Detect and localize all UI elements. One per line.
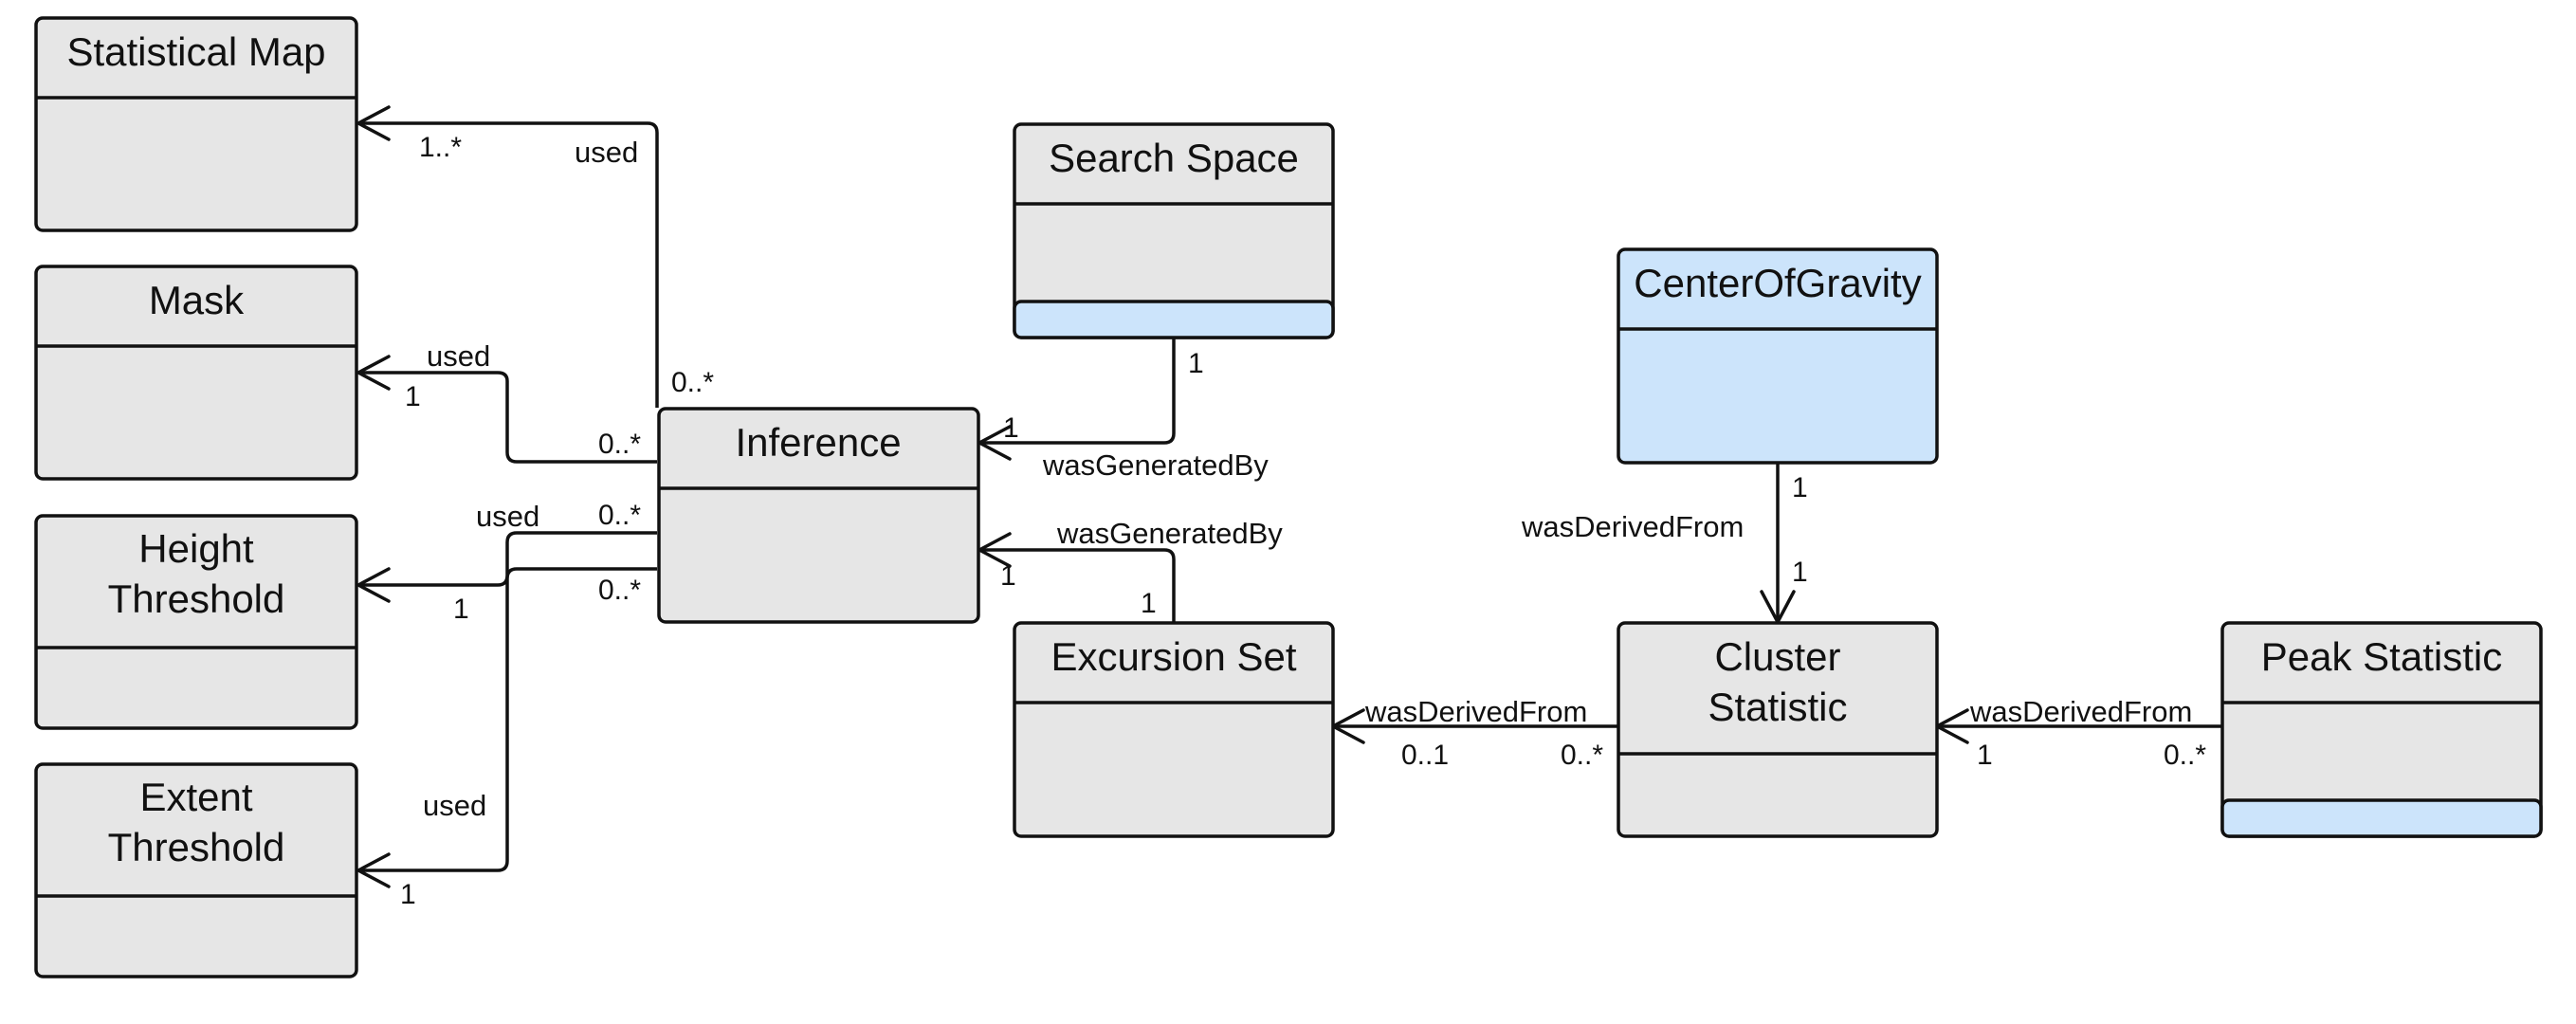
label-was-generated-by-search-space: wasGeneratedBy [1042, 448, 1269, 482]
class-title-cluster-statistic-line1: Cluster [1714, 634, 1840, 679]
edge-cluster-center-of-gravity [1760, 463, 1796, 624]
label-was-derived-from-center-of-gravity: wasDerivedFrom [1521, 510, 1744, 543]
class-title-inference: Inference [735, 420, 901, 465]
mult-statistical-map-end: 1..* [419, 132, 462, 163]
mult-inference-extent: 0..* [598, 575, 641, 606]
class-title-statistical-map: Statistical Map [66, 29, 325, 74]
label-was-generated-by-excursion-set: wasGeneratedBy [1056, 517, 1283, 550]
class-statistical-map[interactable]: Statistical Map [34, 16, 358, 232]
class-extent-threshold[interactable]: Extent Threshold [34, 762, 358, 978]
arrowhead-height-threshold [356, 567, 391, 603]
mult-center-of-gravity-end: 1 [1792, 472, 1808, 503]
class-height-threshold[interactable]: Height Threshold [34, 514, 358, 730]
edge-inference-mask [356, 355, 657, 464]
class-center-of-gravity[interactable]: CenterOfGravity [1617, 247, 1939, 465]
class-excursion-set[interactable]: Excursion Set [1013, 621, 1335, 838]
arrowhead-mask [356, 355, 391, 391]
class-title-extent-threshold-line2: Threshold [108, 825, 285, 869]
mult-search-space-end: 1 [1188, 348, 1204, 379]
class-title-search-space: Search Space [1049, 136, 1299, 180]
class-title-center-of-gravity: CenterOfGravity [1634, 261, 1921, 305]
mult-cluster-statistic-top: 1 [1792, 557, 1808, 588]
mult-excursion-set-start: 1 [1141, 588, 1157, 619]
attribute-band-peak-statistic [2220, 798, 2543, 838]
label-used-mask: used [427, 339, 490, 373]
mult-inference-top: 0..* [671, 367, 714, 398]
mult-inference-excursion: 1 [1000, 560, 1016, 592]
mult-cluster-statistic-start: 0..* [1561, 740, 1603, 771]
mult-cluster-statistic-end: 1 [1977, 740, 1993, 771]
class-title-excursion-set: Excursion Set [1050, 634, 1296, 679]
label-was-derived-from-excursion-set: wasDerivedFrom [1364, 695, 1587, 728]
mult-mask-end: 1 [405, 381, 421, 412]
edge-inference-extent-threshold [356, 567, 657, 888]
class-title-peak-statistic: Peak Statistic [2261, 634, 2502, 679]
mult-inference-search-space: 1 [1003, 412, 1019, 444]
mult-excursion-set-end: 0..1 [1401, 740, 1449, 771]
mult-inference-height: 0..* [598, 500, 641, 531]
arrowhead-statistical-map [356, 105, 391, 141]
class-title-mask: Mask [149, 278, 245, 322]
label-was-derived-from-cluster-statistic: wasDerivedFrom [1969, 695, 2192, 728]
edge-inference-statistical-map [356, 105, 659, 408]
mult-extent-threshold-end: 1 [400, 879, 416, 910]
class-title-height-threshold-line1: Height [138, 526, 254, 571]
label-used-height-threshold: used [476, 500, 539, 533]
class-title-cluster-statistic-line2: Statistic [1708, 685, 1847, 729]
arrowhead-extent-threshold [356, 852, 391, 888]
label-used-statistical-map: used [575, 136, 638, 169]
class-cluster-statistic[interactable]: Cluster Statistic [1617, 621, 1939, 838]
mult-height-threshold-end: 1 [453, 594, 469, 625]
class-peak-statistic[interactable]: Peak Statistic [2220, 621, 2543, 838]
class-search-space[interactable]: Search Space [1013, 122, 1335, 339]
class-title-extent-threshold-line1: Extent [139, 775, 252, 819]
attribute-band-search-space [1013, 300, 1335, 339]
mult-inference-mask: 0..* [598, 429, 641, 460]
label-used-extent-threshold: used [423, 789, 486, 822]
class-title-height-threshold-line2: Threshold [108, 576, 285, 621]
mult-peak-statistic-start: 0..* [2164, 740, 2206, 771]
class-mask[interactable]: Mask [34, 265, 358, 481]
class-inference[interactable]: Inference [657, 407, 980, 624]
edge-inference-height-threshold [356, 531, 657, 603]
